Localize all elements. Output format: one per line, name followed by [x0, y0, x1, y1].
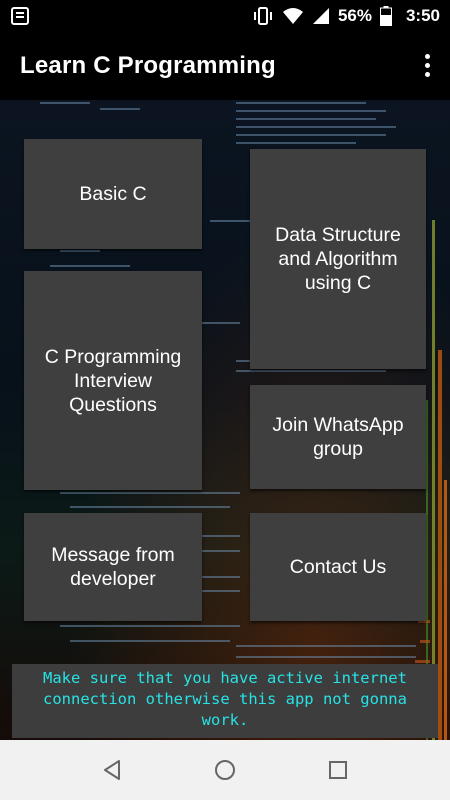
- data-structure-button[interactable]: Data Structure and Algorithm using C: [250, 149, 426, 369]
- message-from-developer-label: Message from developer: [51, 544, 175, 590]
- recents-icon[interactable]: [326, 758, 350, 782]
- message-from-developer-button[interactable]: Message from developer: [24, 513, 202, 621]
- basic-c-button[interactable]: Basic C: [24, 139, 202, 249]
- contact-us-button[interactable]: Contact Us: [250, 513, 426, 621]
- battery-percent: 56%: [337, 6, 372, 25]
- vibrate-icon: [253, 7, 272, 25]
- battery-icon: [379, 6, 392, 26]
- data-structure-label: Data Structure and Algorithm using C: [275, 224, 401, 294]
- interview-questions-button[interactable]: C Programming Interview Questions: [24, 271, 202, 490]
- signal-icon: [312, 8, 329, 24]
- app-title: Learn C Programming: [20, 52, 276, 79]
- clock: 3:50: [405, 6, 440, 25]
- status-bar: 56% 3:50: [0, 0, 450, 32]
- join-whatsapp-button[interactable]: Join WhatsApp group: [250, 385, 426, 489]
- content-area: Basic C Data Structure and Algorithm usi…: [0, 100, 450, 740]
- join-whatsapp-label: Join WhatsApp group: [272, 414, 404, 460]
- more-vert-icon[interactable]: [422, 54, 432, 80]
- notification-icon: [11, 7, 29, 25]
- navigation-bar: [0, 740, 450, 800]
- internet-notice: Make sure that you have active internet …: [12, 664, 438, 738]
- basic-c-label: Basic C: [79, 183, 147, 205]
- app-bar: Learn C Programming: [0, 32, 450, 100]
- back-icon[interactable]: [100, 758, 124, 782]
- interview-questions-label: C Programming Interview Questions: [44, 345, 182, 416]
- home-icon[interactable]: [213, 758, 237, 782]
- wifi-icon: [282, 8, 303, 24]
- contact-us-label: Contact Us: [289, 556, 387, 578]
